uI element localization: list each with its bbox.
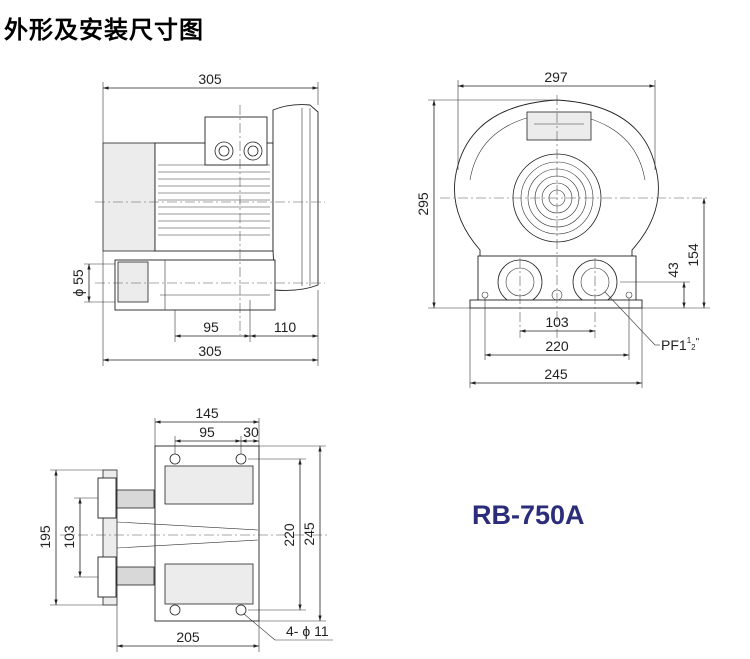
base-view: 145 95 30 195 103 220 245 205 4- ϕ: [37, 405, 333, 652]
dim-top-95: 95: [199, 424, 215, 440]
model-name: RB-750A: [472, 500, 585, 530]
mount-hole: [235, 604, 247, 616]
front-base: [469, 299, 643, 309]
motor-fins: [158, 164, 270, 236]
dim-outlet-height: 43: [665, 262, 681, 278]
blower-housing: [272, 104, 319, 291]
front-view: 297 295 154 43 103 220 245 PF112": [415, 69, 710, 388]
front-terminal-box: [526, 111, 592, 141]
motor-end-cap: [102, 142, 156, 252]
mount-hole: [169, 604, 181, 616]
dim-right-mount: 110: [274, 319, 297, 335]
dim-base-width: 245: [544, 366, 568, 382]
dim-left-195: 195: [37, 525, 53, 549]
dim-bottom-205: 205: [176, 629, 200, 645]
side-view: 305 305 95 110 ϕ 55: [70, 71, 325, 366]
dim-front-width: 297: [544, 69, 568, 85]
dim-flange-dia: ϕ 55: [70, 269, 86, 297]
dim-holes: 4- ϕ 11: [286, 623, 329, 639]
dim-port-spacing: 103: [545, 314, 569, 330]
page-title: 外形及安装尺寸图: [4, 16, 204, 44]
dim-center-height: 154: [685, 243, 701, 267]
terminal-box: [204, 116, 268, 166]
dim-overall-top: 305: [198, 71, 222, 87]
dim-front-height: 295: [415, 192, 431, 216]
dim-left-mount: 95: [203, 319, 219, 335]
dim-mount-spacing: 220: [545, 338, 569, 354]
dim-top-145: 145: [195, 405, 219, 421]
dim-top-30: 30: [243, 424, 259, 440]
dim-overall-bottom: 305: [198, 343, 222, 359]
dim-left-103: 103: [61, 525, 77, 549]
port-thread-label: PF112": [661, 336, 700, 353]
dim-right-220: 220: [281, 523, 297, 547]
dim-right-245: 245: [301, 522, 317, 546]
